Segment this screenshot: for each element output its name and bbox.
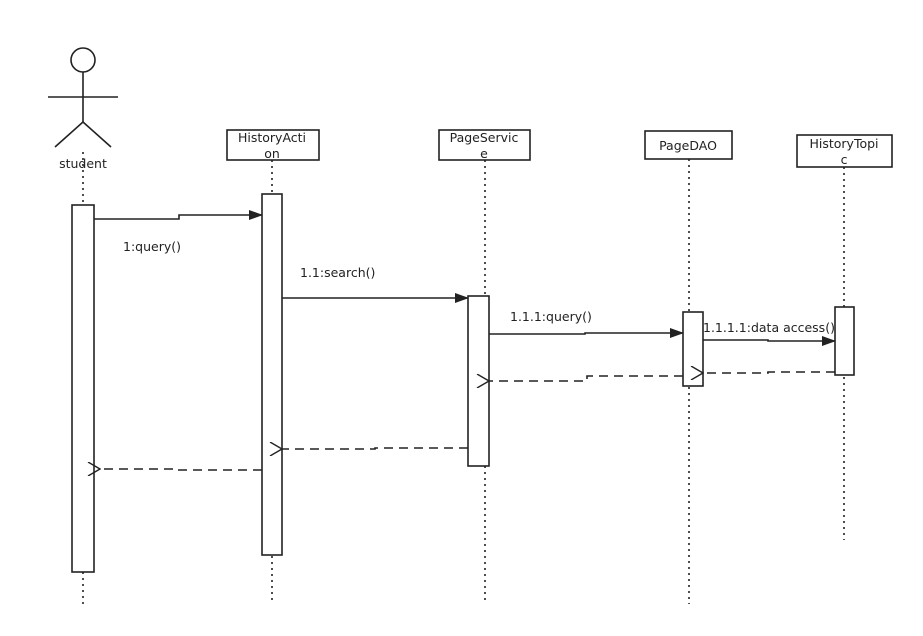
object-historyaction: HistoryActi on (226, 129, 320, 161)
object-pageservice: PageServic e (438, 129, 531, 161)
object-name-line1: HistoryTopi (809, 136, 878, 151)
message-arrow-m4 (703, 336, 836, 346)
message-label-m4: 1.1.1.1:data access() (703, 320, 835, 335)
actor-name: student (59, 156, 107, 171)
return-messages (100, 372, 835, 470)
call-messages (94, 210, 836, 346)
object-name-line2: on (264, 146, 280, 161)
object-box (644, 130, 733, 160)
actor-student: student (48, 47, 118, 171)
activation-historyaction (261, 193, 283, 556)
activation-student (71, 204, 95, 573)
activation-historytopic (834, 306, 855, 376)
return-arrow-pagedao-to-pageservice (489, 376, 683, 381)
message-arrow-m3 (489, 328, 684, 338)
object-box (796, 134, 893, 168)
actor-head (70, 47, 96, 73)
activation-pagedao (682, 311, 704, 387)
activation-pageservice (467, 295, 490, 467)
message-arrow-m1 (94, 210, 263, 220)
object-name-line2: e (480, 146, 488, 161)
object-name-line1: PageDAO (659, 138, 717, 153)
object-name-line1: PageServic (450, 130, 519, 145)
object-name-line1: HistoryActi (238, 130, 306, 145)
object-box (226, 129, 320, 161)
message-label-m2: 1.1:search() (300, 265, 375, 280)
return-arrow-historyaction-to-student (100, 469, 262, 470)
return-arrow-historytopic-to-pagedao (703, 372, 835, 373)
actor-left-leg (54, 121, 84, 148)
message-label-m3: 1.1.1:query() (510, 309, 592, 324)
return-arrow-pageservice-to-historyaction (282, 448, 468, 449)
object-pagedao: PageDAO (644, 130, 733, 160)
actor-right-leg (82, 121, 112, 148)
object-name-line2: c (841, 152, 848, 167)
message-label-m1: 1:query() (123, 239, 181, 254)
lifelines (82, 152, 845, 606)
activations (71, 193, 855, 573)
object-historytopic: HistoryTopi c (796, 134, 893, 168)
object-box (438, 129, 531, 161)
